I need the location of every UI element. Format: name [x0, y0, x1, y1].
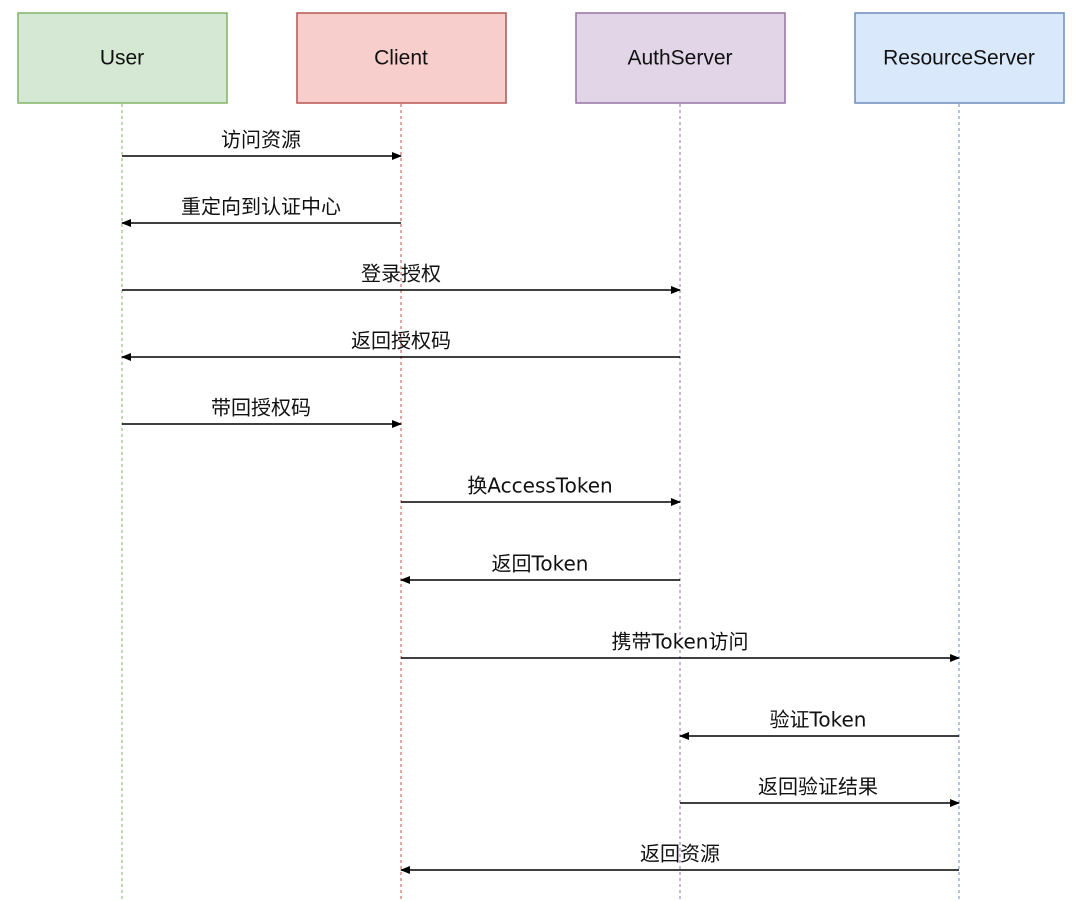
- message-label: 返回Token: [492, 552, 589, 576]
- message-label: 返回授权码: [351, 329, 451, 353]
- actor-resourceserver: ResourceServer: [854, 12, 1065, 104]
- message-label: 验证Token: [770, 708, 867, 732]
- message-9: 验证Token: [679, 708, 959, 740]
- message-7: 返回Token: [400, 552, 680, 584]
- message-label: 换AccessToken: [467, 474, 612, 498]
- actor-authserver-box: [575, 12, 786, 104]
- actor-client-label: Client: [374, 47, 428, 70]
- message-2: 重定向到认证中心: [121, 195, 401, 227]
- message-6: 换AccessToken: [401, 474, 681, 506]
- actor-client: Client: [296, 12, 507, 104]
- actor-authserver: AuthServer: [575, 12, 786, 104]
- actor-user-box: [17, 12, 228, 104]
- message-11: 返回资源: [400, 842, 959, 874]
- actor-authserver-label: AuthServer: [627, 47, 732, 70]
- message-10: 返回验证结果: [680, 775, 960, 807]
- message-label: 携带Token访问: [612, 630, 749, 654]
- message-1: 访问资源: [122, 128, 402, 160]
- message-4: 返回授权码: [121, 329, 680, 361]
- actor-resourceserver-label: ResourceServer: [883, 47, 1035, 70]
- message-5: 带回授权码: [122, 396, 402, 428]
- actor-user-label: User: [100, 47, 144, 70]
- actor-resourceserver-box: [854, 12, 1065, 104]
- message-label: 返回验证结果: [758, 775, 878, 799]
- message-label: 重定向到认证中心: [181, 195, 341, 219]
- message-label: 带回授权码: [211, 396, 311, 420]
- message-label: 访问资源: [221, 128, 301, 152]
- actor-user: User: [17, 12, 228, 104]
- messages: 访问资源 重定向到认证中心 登录授权 返回授权码 带回授权码 换AccessTo…: [121, 128, 960, 874]
- message-label: 登录授权: [361, 262, 441, 286]
- message-label: 返回资源: [640, 842, 720, 866]
- message-3: 登录授权: [122, 262, 681, 294]
- message-8: 携带Token访问: [401, 630, 960, 662]
- actor-client-box: [296, 12, 507, 104]
